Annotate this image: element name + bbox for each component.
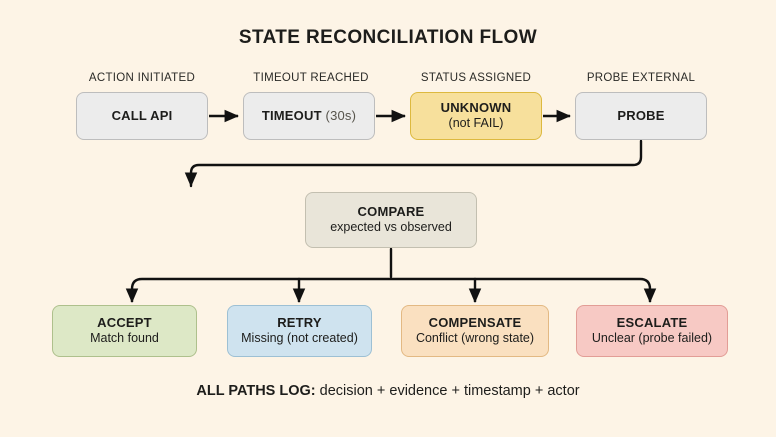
- node-call-api[interactable]: CALL API: [76, 92, 208, 140]
- node-unknown-subtitle: (not FAIL): [448, 116, 504, 131]
- node-call-api-title: CALL API: [111, 107, 173, 123]
- node-unknown[interactable]: UNKNOWN (not FAIL): [410, 92, 542, 140]
- caption-timeout-reached: TIMEOUT REACHED: [253, 72, 369, 84]
- caption-action-initiated: ACTION INITIATED: [88, 72, 196, 84]
- node-accept-title: ACCEPT: [97, 315, 152, 331]
- caption-status-assigned: STATUS ASSIGNED: [420, 72, 532, 84]
- compare-fanout-bus: [130, 247, 652, 301]
- outcome-arrowheads: [125, 288, 657, 303]
- arrow-probe-to-compare: [184, 139, 643, 188]
- node-probe-title: PROBE: [617, 107, 665, 123]
- footer-label: ALL PATHS LOG:: [196, 383, 316, 399]
- node-compensate[interactable]: COMPENSATE Conflict (wrong state): [401, 305, 549, 357]
- node-retry-subtitle: Missing (not created): [241, 331, 358, 346]
- node-compare-title: COMPARE: [357, 204, 425, 220]
- node-compare-subtitle: expected vs observed: [330, 220, 452, 235]
- node-escalate-title: ESCALATE: [616, 315, 688, 331]
- node-compensate-subtitle: Conflict (wrong state): [415, 331, 535, 346]
- node-escalate[interactable]: ESCALATE Unclear (probe failed): [576, 305, 728, 357]
- footer-note: ALL PATHS LOG: decision + evidence + tim…: [0, 383, 776, 399]
- node-compensate-title: COMPENSATE: [428, 315, 522, 331]
- page-title: STATE RECONCILIATION FLOW: [238, 27, 538, 48]
- node-unknown-title: UNKNOWN: [440, 100, 512, 116]
- node-accept-subtitle: Match found: [90, 331, 159, 346]
- node-retry-title: RETRY: [277, 315, 322, 331]
- node-timeout-title: TIMEOUT (30s): [261, 107, 357, 123]
- footer-text: decision + evidence + timestamp + actor: [315, 383, 580, 399]
- node-retry[interactable]: RETRY Missing (not created): [227, 305, 372, 357]
- node-timeout-duration: (30s): [325, 107, 357, 123]
- node-probe[interactable]: PROBE: [575, 92, 707, 140]
- node-timeout[interactable]: TIMEOUT (30s): [243, 92, 375, 140]
- node-escalate-subtitle: Unclear (probe failed): [591, 331, 713, 346]
- caption-probe-external: PROBE EXTERNAL: [586, 72, 696, 84]
- node-accept[interactable]: ACCEPT Match found: [52, 305, 197, 357]
- node-compare[interactable]: COMPARE expected vs observed: [305, 192, 477, 248]
